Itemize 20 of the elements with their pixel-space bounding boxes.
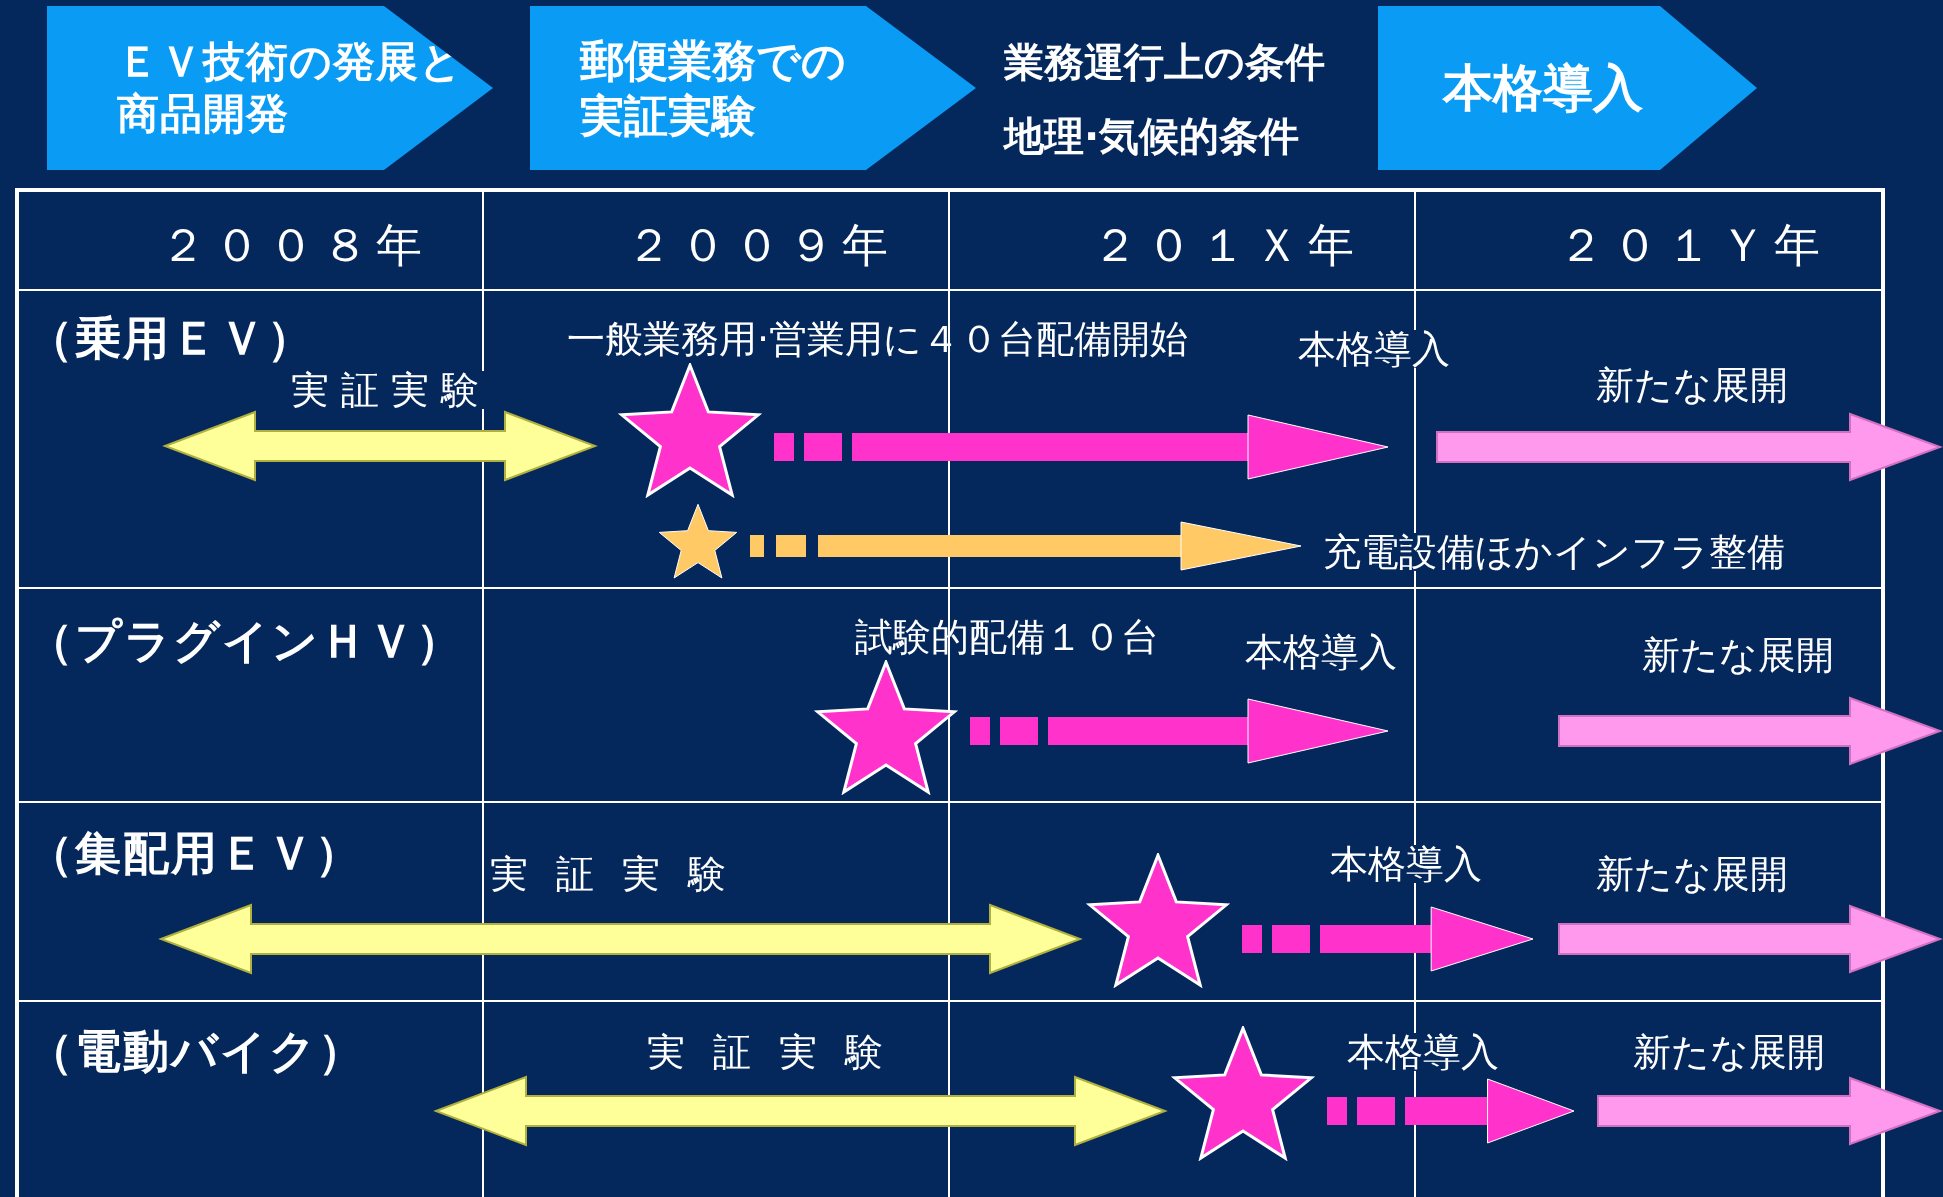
arrow-label: 新たな展開 bbox=[1596, 366, 1788, 404]
condition-text: 業務運行上の条件 bbox=[1004, 42, 1325, 82]
arrow-label: 本格導入 bbox=[1298, 330, 1450, 368]
arrow-label: 本格導入 bbox=[1330, 845, 1482, 883]
arrow bbox=[1327, 1078, 1575, 1144]
star-marker bbox=[812, 660, 960, 795]
star-marker bbox=[1084, 853, 1232, 988]
condition-text: 地理·気候的条件 bbox=[1004, 116, 1300, 156]
star-marker bbox=[1169, 1026, 1317, 1161]
arrow-label: 充電設備ほかインフラ整備 bbox=[1323, 533, 1785, 571]
star-marker bbox=[616, 363, 764, 498]
arrow-label: 新たな展開 bbox=[1642, 636, 1834, 674]
arrow bbox=[1242, 906, 1534, 972]
arrow-label: 本格導入 bbox=[1245, 633, 1397, 671]
arrow-label: 新たな展開 bbox=[1633, 1033, 1825, 1071]
star-marker bbox=[656, 503, 740, 580]
arrow bbox=[774, 414, 1389, 480]
arrow bbox=[970, 698, 1389, 764]
arrow-label: 新たな展開 bbox=[1596, 855, 1788, 893]
arrow bbox=[750, 521, 1302, 571]
